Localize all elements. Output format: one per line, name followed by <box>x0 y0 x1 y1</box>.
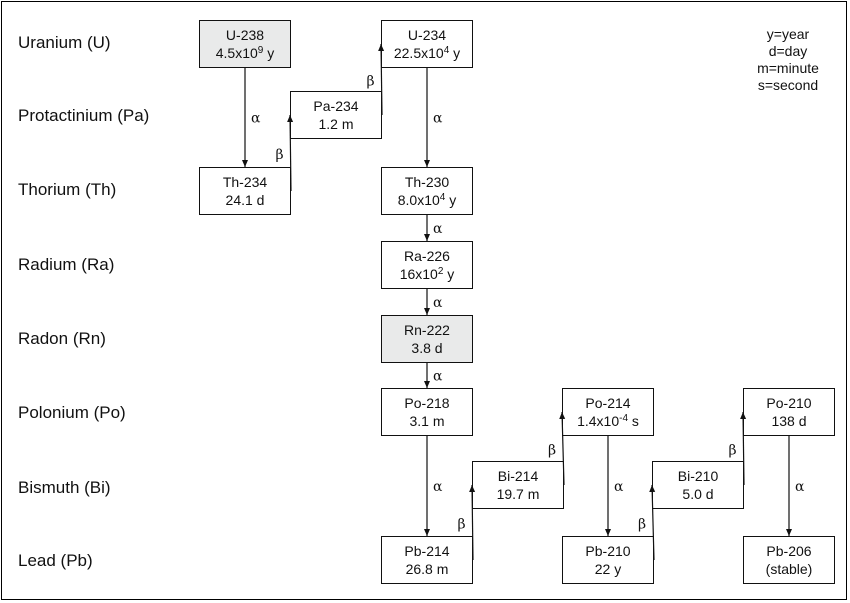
isotope-node-ra226: Ra-226 16x102 y <box>381 241 473 289</box>
element-label-lead: Lead (Pb) <box>18 551 93 570</box>
isotope-node-po214: Po-214 1.4x10-4 s <box>562 388 654 436</box>
decay-type-label-rn222: α <box>433 369 443 385</box>
legend-day: d=day <box>768 43 808 59</box>
decay-type-label-po214: α <box>614 479 624 495</box>
isotope-half-life: 8.0x104 y <box>397 192 457 208</box>
isotope-node-pb210: Pb-210 22 y <box>562 536 654 584</box>
isotope-half-life: 3.1 m <box>409 413 445 429</box>
decay-type-label-po218: α <box>433 479 443 495</box>
isotope-node-rn222: Rn-222 3.8 d <box>381 315 473 363</box>
isotope-node-th234: Th-234 24.1 d <box>199 167 291 215</box>
isotope-name: Th-234 <box>222 174 268 190</box>
decay-arrow-bi214-to-po214 <box>559 411 566 486</box>
decay-type-label-th230: α <box>433 221 443 237</box>
isotope-half-life: 3.8 d <box>411 340 443 356</box>
isotope-name: Pa-234 <box>313 98 359 114</box>
isotope-name: Po-214 <box>585 395 631 411</box>
element-label-polonium: Polonium (Po) <box>18 403 126 422</box>
element-label-radium: Radium (Ra) <box>18 255 115 274</box>
isotope-half-life: 26.8 m <box>405 561 449 577</box>
decay-arrow-bi210-to-po210 <box>740 411 747 486</box>
legend-year: y=year <box>766 26 810 42</box>
unit-legend: y=year d=day m=minute s=second <box>748 26 828 94</box>
isotope-node-pb214: Pb-214 26.8 m <box>381 536 473 584</box>
isotope-half-life: 24.1 d <box>225 192 265 208</box>
legend-minute: m=minute <box>757 60 819 76</box>
isotope-name: Po-218 <box>404 395 450 411</box>
isotope-node-th230: Th-230 8.0x104 y <box>381 167 473 215</box>
element-label-protactinium: Protactinium (Pa) <box>18 106 150 125</box>
decay-type-label-th234: β <box>276 147 284 163</box>
decay-arrow-pb210-to-bi210 <box>649 484 656 561</box>
isotope-node-pb206: Pb-206 (stable) <box>743 536 835 584</box>
isotope-name: Pb-210 <box>585 543 631 559</box>
isotope-name: Ra-226 <box>404 248 450 264</box>
isotope-node-bi210: Bi-210 5.0 d <box>652 461 744 509</box>
decay-type-label-pa234: β <box>367 74 375 90</box>
decay-type-label-po210: α <box>795 479 805 495</box>
decay-type-label-u234: α <box>433 111 443 127</box>
isotope-node-po210: Po-210 138 d <box>743 388 835 436</box>
isotope-half-life: (stable) <box>765 561 813 577</box>
legend-second: s=second <box>757 77 819 93</box>
isotope-name: U-234 <box>407 27 447 43</box>
isotope-name: Bi-214 <box>497 468 539 484</box>
decay-type-label-pb210: β <box>638 517 646 533</box>
decay-arrow-pb214-to-bi214 <box>469 484 476 561</box>
decay-type-label-bi210: β <box>729 443 737 459</box>
decay-type-label-pb214: β <box>458 517 466 533</box>
decay-type-label-ra226: α <box>433 295 443 311</box>
isotope-name: U-238 <box>225 27 265 43</box>
isotope-half-life: 138 d <box>771 413 807 429</box>
isotope-half-life: 5.0 d <box>682 486 714 502</box>
isotope-half-life: 1.2 m <box>318 116 354 132</box>
isotope-node-pa234: Pa-234 1.2 m <box>290 91 382 139</box>
isotope-name: Rn-222 <box>404 322 450 338</box>
decay-type-label-bi214: β <box>548 443 556 459</box>
element-label-radon: Radon (Rn) <box>18 329 106 348</box>
isotope-half-life: 22.5x104 y <box>393 45 461 61</box>
isotope-name: Bi-210 <box>677 468 719 484</box>
isotope-half-life: 4.5x109 y <box>215 45 275 61</box>
isotope-node-po218: Po-218 3.1 m <box>381 388 473 436</box>
isotope-node-u238: U-238 4.5x109 y <box>199 20 291 68</box>
isotope-half-life: 22 y <box>594 561 622 577</box>
isotope-name: Po-210 <box>766 395 812 411</box>
isotope-node-bi214: Bi-214 19.7 m <box>472 461 564 509</box>
isotope-half-life: 16x102 y <box>399 266 455 282</box>
isotope-name: Pb-206 <box>766 543 812 559</box>
isotope-half-life: 1.4x10-4 s <box>577 413 639 429</box>
isotope-name: Pb-214 <box>404 543 450 559</box>
isotope-half-life: 19.7 m <box>496 486 540 502</box>
decay-arrow-th234-to-pa234 <box>287 114 294 192</box>
element-label-thorium: Thorium (Th) <box>18 180 117 199</box>
decay-type-label-u238: α <box>251 111 261 127</box>
element-label-uranium: Uranium (U) <box>18 33 111 52</box>
element-label-bismuth: Bismuth (Bi) <box>18 478 111 497</box>
decay-arrow-pa234-to-u234 <box>378 43 385 116</box>
isotope-name: Th-230 <box>404 174 450 190</box>
